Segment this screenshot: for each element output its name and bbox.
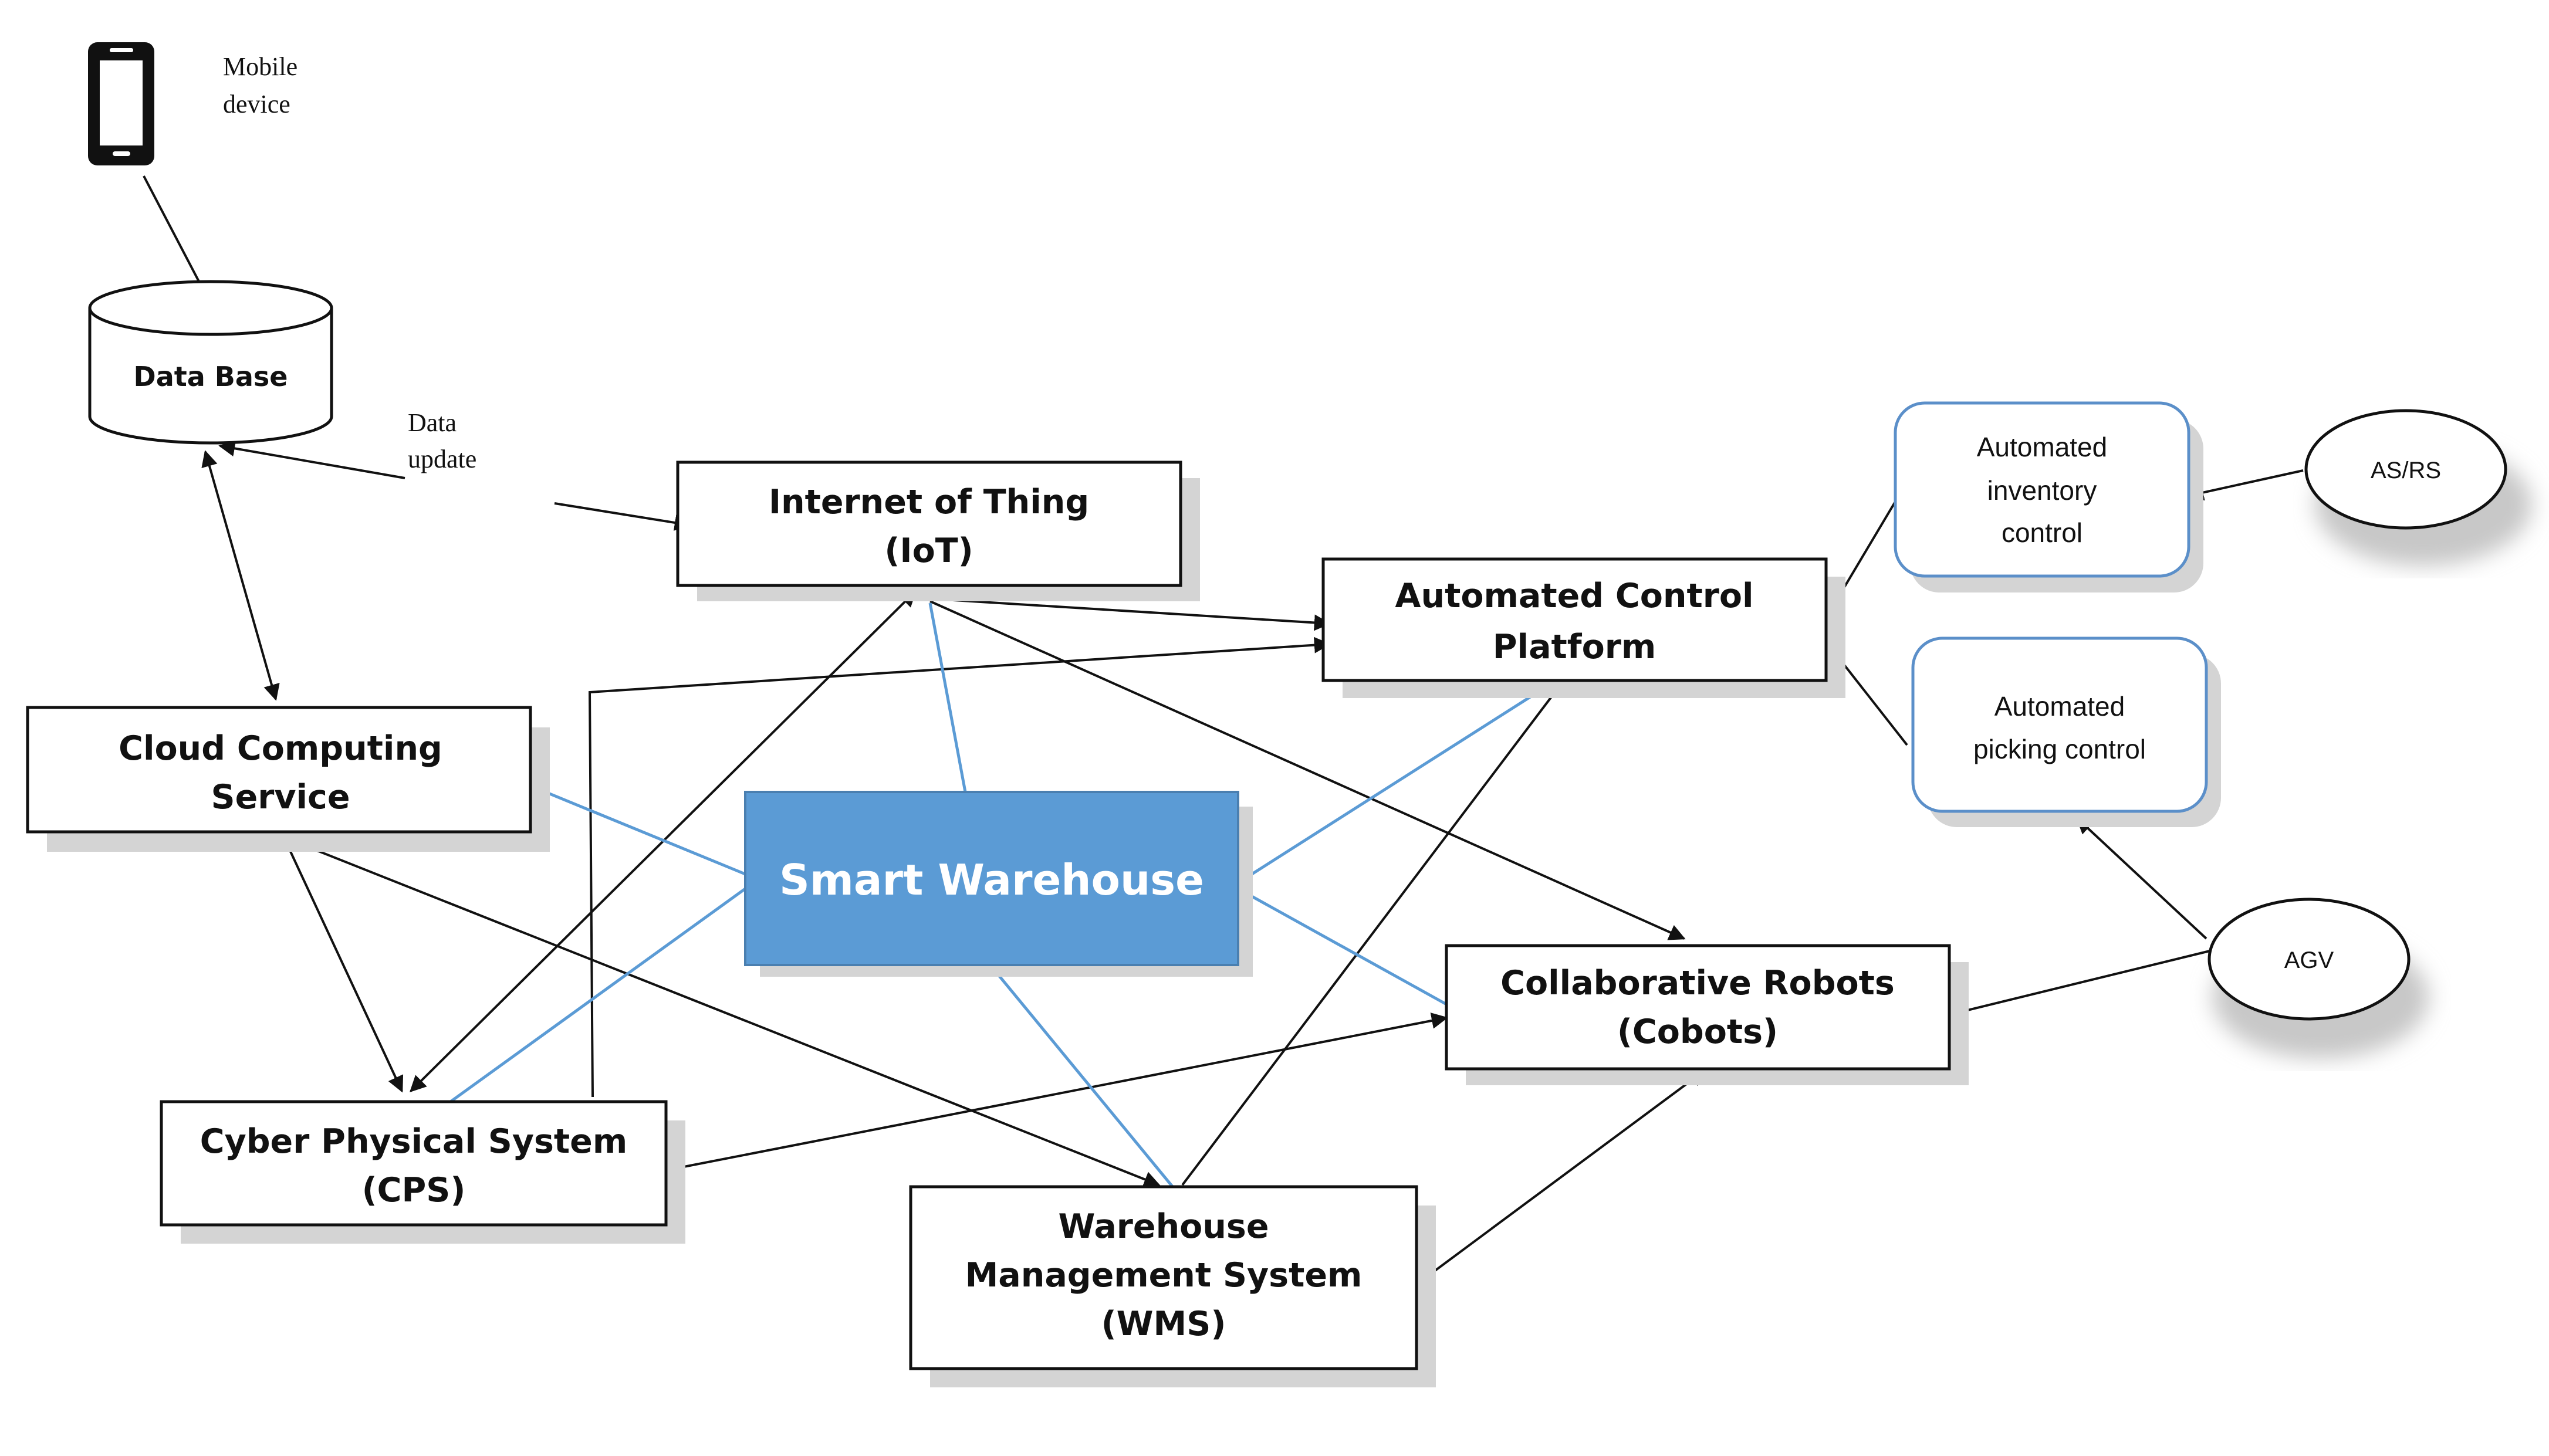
database-cylinder-icon [88,280,333,445]
black-arrows [143,175,2304,1283]
mobile-label-line1: Mobile [223,52,298,81]
database: Data Base [88,280,333,445]
arrow-wms-to-acp [1181,679,1565,1186]
arrow-iot-to-cobots [929,600,1686,940]
picking-label-line2: picking control [1973,734,2146,764]
blue-link-acp [1237,678,1559,885]
arrow-cps-to-acp [588,636,1331,1098]
cobots-label-line2: (Cobots) [1617,1013,1778,1051]
arrow-cloud-to-cps [283,838,404,1093]
inventory-label-line1: Automated [1977,432,2107,462]
cobots-node: Collaborative Robots (Cobots) [1445,944,1969,1085]
acp-label-line2: Platform [1493,628,1656,666]
acp-label-line1: Automated Control [1395,577,1753,615]
cps-label-line2: (CPS) [362,1171,466,1210]
mobile-device: Mobile device [88,42,298,165]
blue-link-wms [990,966,1175,1189]
arrow-asrs-to-inventory [2187,469,2304,501]
picking-node: Automated picking control [1911,636,2221,827]
cps-node: Cyber Physical System (CPS) [160,1100,685,1244]
smart-warehouse-node: Smart Warehouse [744,791,1253,977]
data-update-line1: Data [408,408,457,437]
arrow-agv-to-picking [2075,817,2207,940]
blue-link-cps [448,887,746,1105]
cloud-node: Cloud Computing Service [26,706,550,852]
agv-node: AGV [2207,898,2429,1059]
arrow-cloud-to-wms [287,838,1161,1187]
blue-links [448,602,1559,1189]
cps-label-line1: Cyber Physical System [200,1122,627,1161]
wms-label-line2: Management System [965,1256,1363,1295]
smart-warehouse-label: Smart Warehouse [779,855,1204,905]
mobile-label-line2: device [223,90,290,118]
iot-label-line2: (IoT) [884,531,973,570]
agv-label: AGV [2284,947,2334,973]
arrow-agv-to-cobots [1935,949,2213,1022]
arrow-update-to-database [218,440,405,479]
iot-label-line1: Internet of Thing [769,483,1089,522]
inventory-label-line3: control [2002,517,2083,548]
arrow-wms-to-cobots [1419,1069,1706,1283]
inventory-node: Automated inventory control [1894,401,2203,592]
arrow-iot-to-acp [924,597,1331,631]
inventory-label-line2: inventory [1987,475,2097,506]
picking-label-line1: Automated [1994,691,2125,722]
asrs-node: AS/RS [2304,409,2532,566]
wms-node: Warehouse Management System (WMS) [909,1185,1436,1387]
cloud-label-line2: Service [211,778,350,817]
asrs-label: AS/RS [2371,458,2441,483]
arrow-database-cloud [201,450,280,701]
blue-link-cobots [1237,887,1448,1006]
database-label: Data Base [134,361,288,392]
cobots-label-line1: Collaborative Robots [1500,964,1895,1003]
data-update-label: Data update [408,408,476,473]
blue-link-iot [928,602,967,793]
iot-node: Internet of Thing (IoT) [676,460,1200,601]
data-update-line2: update [408,445,476,473]
arrow-update-to-iot [554,502,691,531]
blue-link-cloud [530,784,746,876]
arrow-cps-to-cobots [674,1013,1448,1170]
wms-label-line1: Warehouse [1059,1207,1269,1246]
cloud-label-line1: Cloud Computing [119,729,442,768]
acp-node: Automated Control Platform [1321,557,1845,698]
wms-label-line3: (WMS) [1101,1305,1226,1343]
